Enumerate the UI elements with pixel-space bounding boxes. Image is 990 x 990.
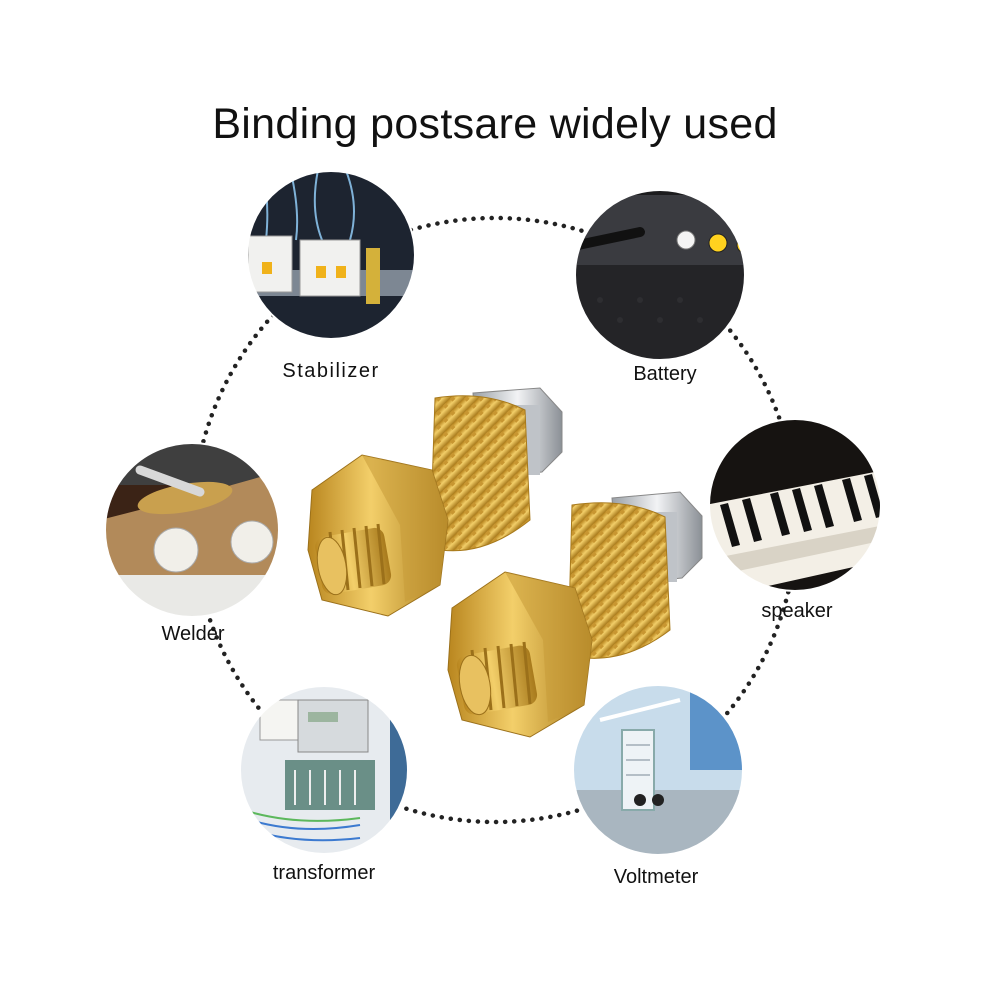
label-battery: Battery — [633, 363, 697, 385]
welder-photo — [105, 443, 279, 617]
label-transformer: transformer — [272, 862, 376, 884]
label-stabilizer: Stabilizer — [282, 360, 380, 382]
label-voltmeter: Voltmeter — [613, 866, 699, 888]
binding-post-front — [447, 491, 703, 738]
page-title: Binding postsare widely used — [212, 100, 778, 148]
battery-photo — [575, 190, 745, 360]
label-welder: Welder — [161, 623, 225, 645]
label-speaker: speaker — [761, 600, 833, 622]
speaker-photo — [709, 419, 881, 591]
voltmeter-photo — [573, 685, 743, 855]
transformer-photo — [240, 686, 408, 854]
stabilizer-photo — [247, 171, 415, 339]
binding-post-back — [307, 387, 563, 617]
